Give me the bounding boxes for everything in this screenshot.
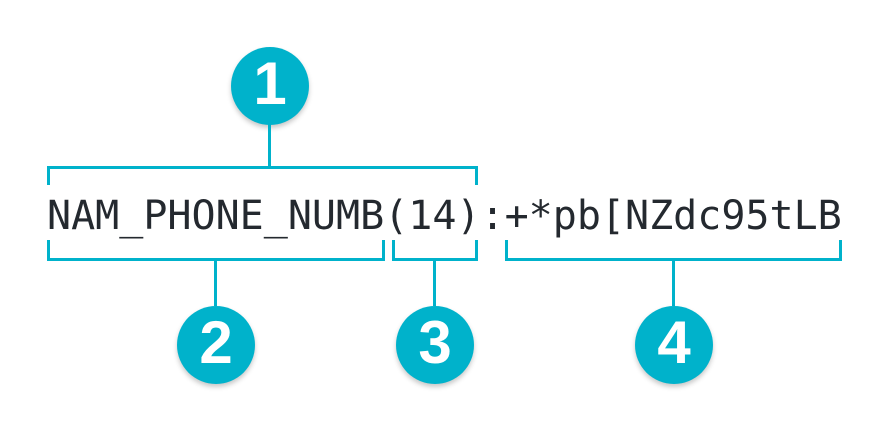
callout-3-badge: 3 <box>396 306 474 384</box>
callout-2-connector-line <box>214 258 217 306</box>
code-string: NAM_PHONE_NUMB(14):+*pb[NZdc95tLB <box>47 196 842 236</box>
code-field-name: NAM_PHONE_NUMB <box>47 193 385 239</box>
callout-3-number: 3 <box>418 309 452 376</box>
callout-1-connector-line <box>268 124 271 167</box>
code-separator: : <box>480 193 505 239</box>
callout-1-badge: 1 <box>231 47 309 125</box>
callout-4-connector-line <box>672 258 675 306</box>
callout-4-number: 4 <box>657 309 691 376</box>
callout-2-number: 2 <box>199 309 233 376</box>
callout-1-number: 1 <box>253 50 287 117</box>
code-masked-value: +*pb[NZdc95tLB <box>504 193 842 239</box>
callout-2-badge: 2 <box>177 306 255 384</box>
callout-4-badge: 4 <box>635 306 713 384</box>
callout-3-connector-line <box>433 258 436 306</box>
bracket-part-1 <box>47 166 478 185</box>
code-length: (14) <box>384 193 481 239</box>
